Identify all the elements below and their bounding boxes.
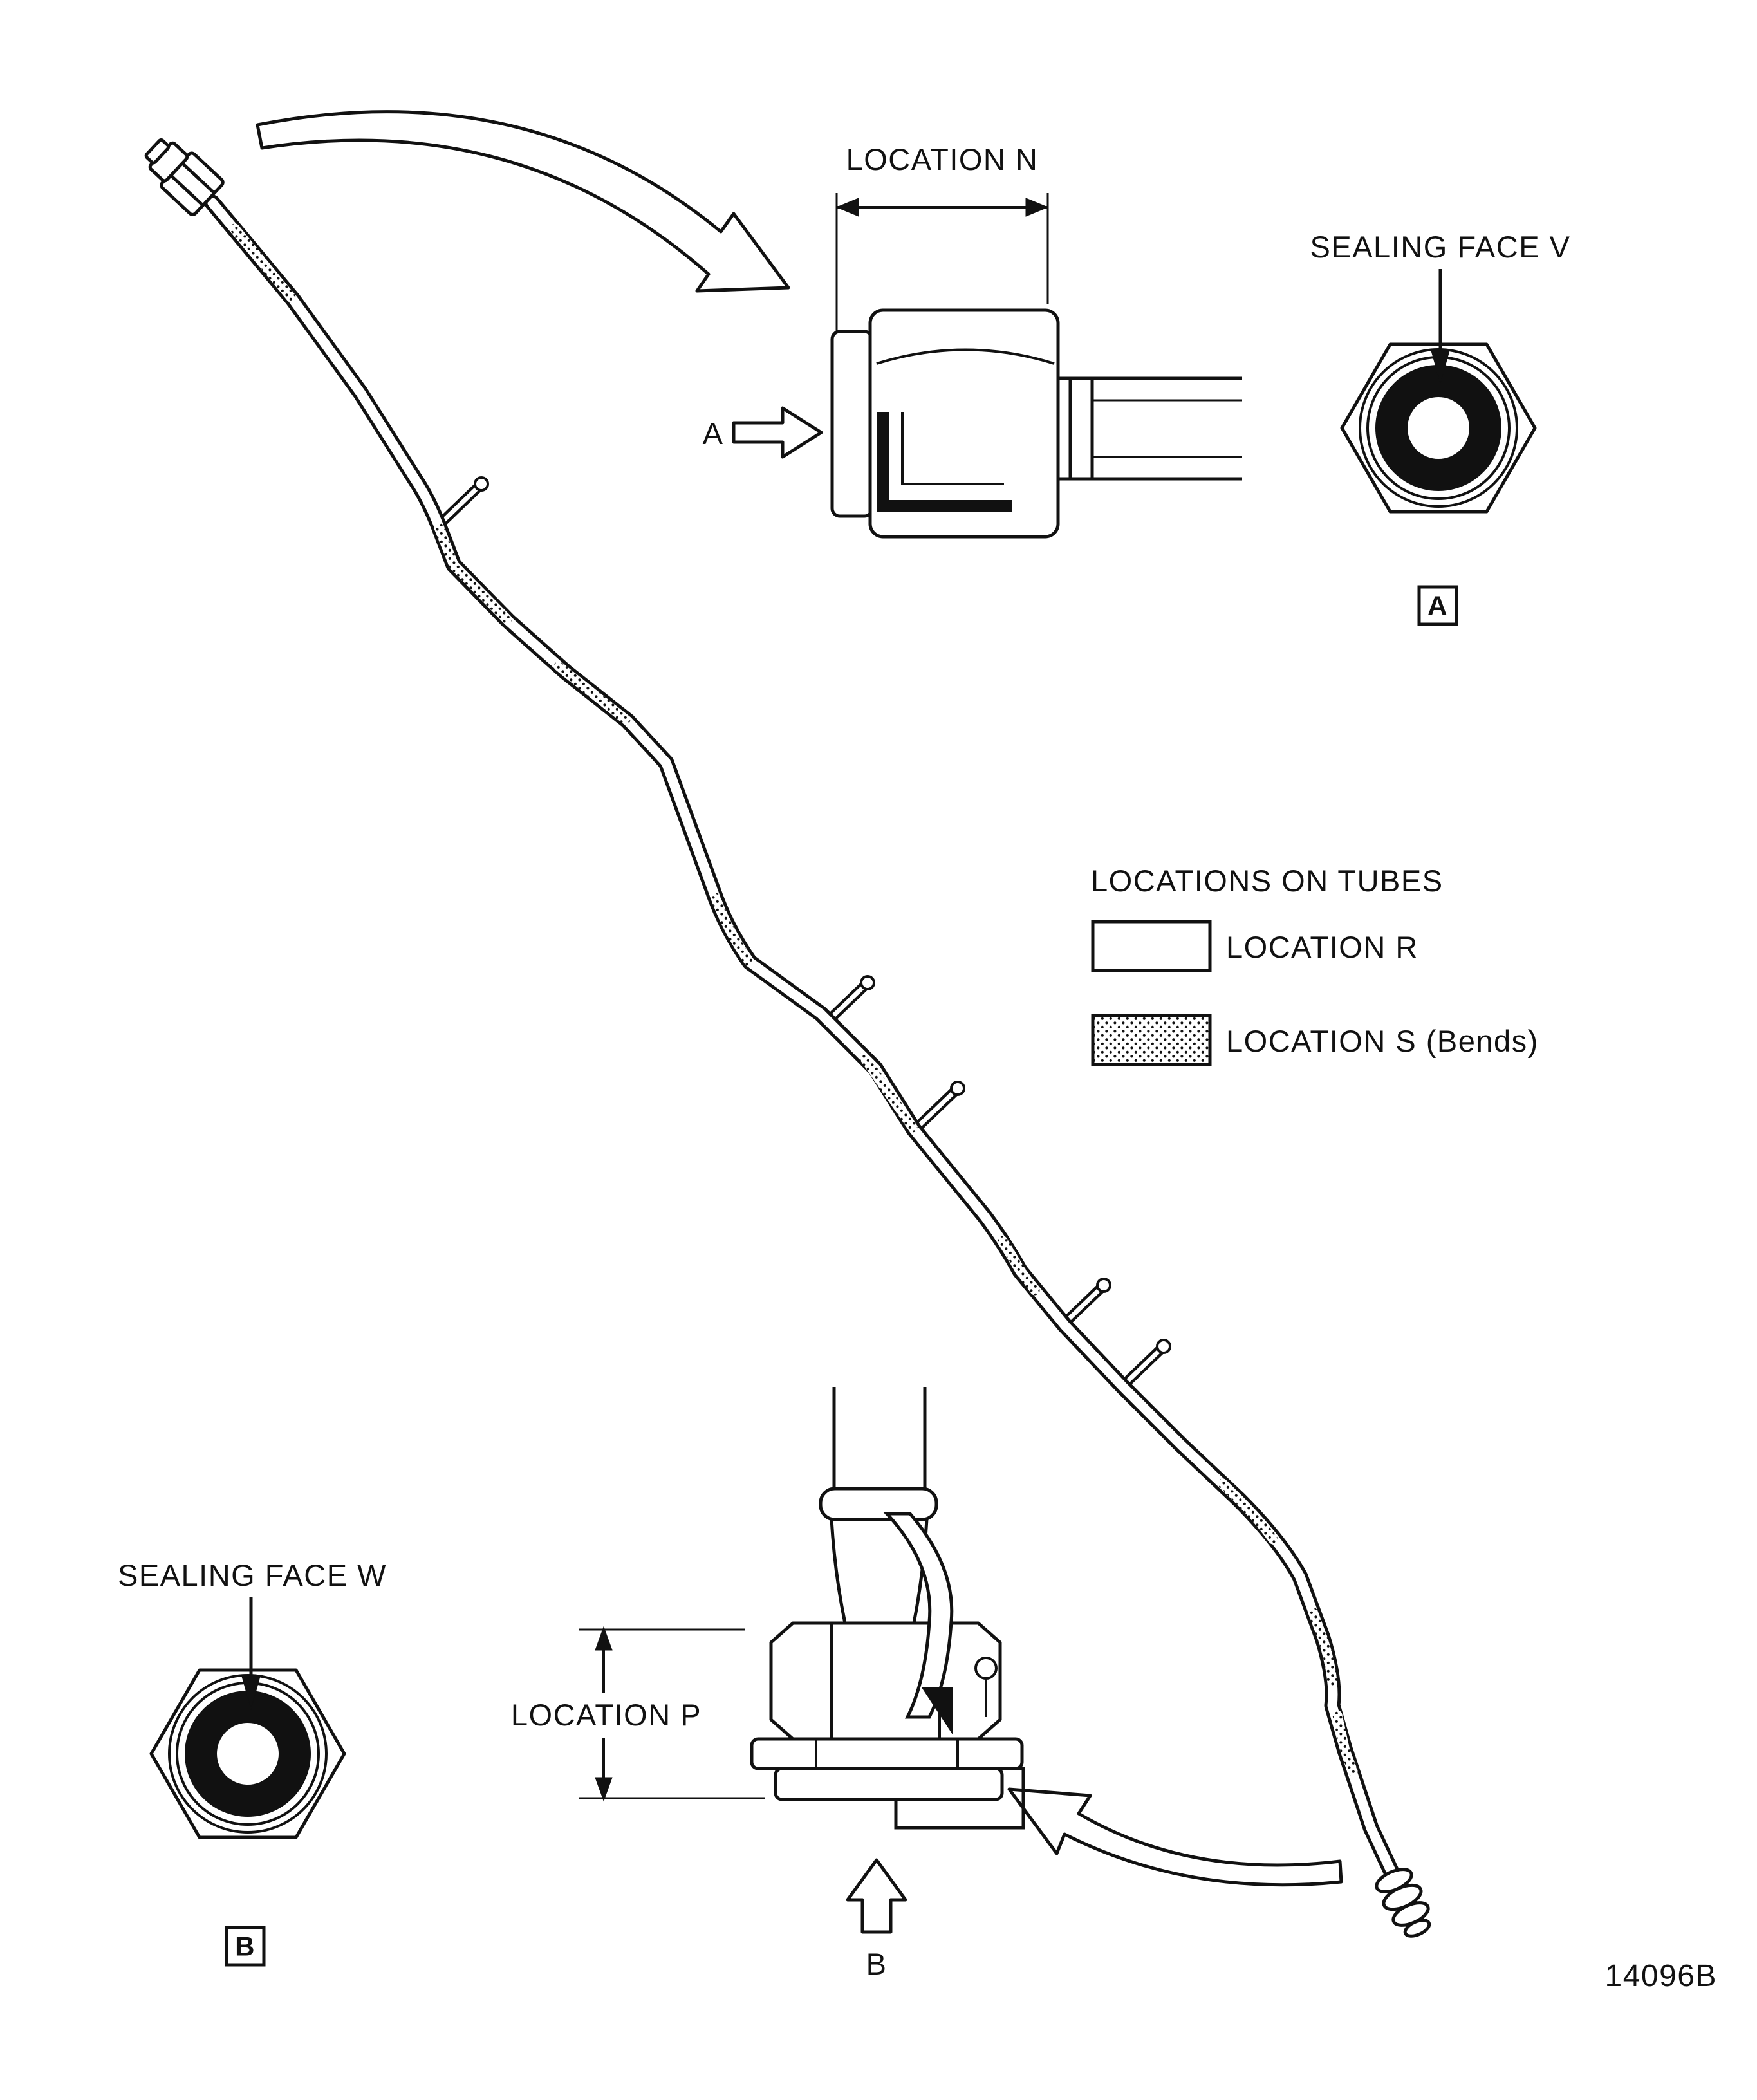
sealing-face-v-label: SEALING FACE V: [1310, 230, 1571, 264]
tube-collar: [819, 1487, 938, 1521]
hex-nut-side: [769, 1621, 1002, 1741]
curved-arrow-to-detail-b: [1007, 1787, 1343, 1887]
legend-swatch-stippled: [1091, 1014, 1212, 1066]
detail-a-marker-box: A: [1417, 585, 1458, 626]
legend-title: LOCATIONS ON TUBES: [1091, 864, 1444, 898]
stipple-section: [553, 661, 631, 725]
dim-arrowhead-left: [835, 198, 859, 217]
view-a-label: A: [703, 416, 724, 451]
detail-b-drawing: [750, 1387, 1025, 1830]
location-p-dimension: [579, 1626, 765, 1802]
stipple-section: [1332, 1710, 1358, 1776]
tube-clip: [439, 476, 489, 525]
tube-clips: [439, 476, 1171, 1388]
tube-bend-stipple-sections: [230, 223, 1358, 1776]
seal-wedge: [922, 1687, 953, 1734]
fitting-port-cap: [830, 330, 874, 518]
legend-swatch-plain: [1091, 920, 1212, 972]
flange-upper: [750, 1737, 1024, 1770]
tube-upper-flare-nut: [144, 138, 225, 216]
tube-clip: [1061, 1278, 1111, 1326]
stipple-section: [998, 1236, 1040, 1296]
legend-item-location-s: LOCATION S (Bends): [1091, 1014, 1539, 1066]
tube-clip: [825, 975, 875, 1024]
stipple-section: [711, 893, 754, 966]
fitting-inner-channel: [877, 412, 1012, 512]
fitting-top-contour: [876, 348, 1055, 365]
fitting-inner-step: [901, 412, 1004, 485]
stipple-section: [230, 223, 296, 302]
view-a-block-arrow: [732, 406, 823, 459]
location-n-label: LOCATION N: [846, 142, 1039, 176]
curved-arrow-to-detail-a: [256, 110, 790, 293]
sealing-face-v-pointer: [1431, 269, 1450, 384]
stipple-section: [1308, 1607, 1337, 1688]
location-n-dimension: [835, 193, 1049, 348]
ball-detent: [974, 1657, 998, 1680]
sealing-face-w-nut: [149, 1668, 346, 1839]
sealing-face-w-pointer: [241, 1597, 261, 1710]
dim-arrowhead-right: [1025, 198, 1049, 217]
stipple-section: [859, 1052, 918, 1133]
flange-lower: [774, 1767, 1004, 1801]
stipple-section: [434, 523, 512, 624]
legend-item-location-r: LOCATION R: [1091, 920, 1418, 972]
detail-b-marker-box: B: [225, 1926, 266, 1967]
neck-left: [830, 1519, 847, 1624]
detail-a-marker: A: [1427, 591, 1448, 621]
stipple-section: [1218, 1478, 1278, 1545]
sealing-face-v-nut: [1340, 342, 1537, 514]
view-b-label: B: [866, 1947, 888, 1981]
fitting-nut-body: [868, 308, 1060, 539]
retainer-ribbon: [883, 1512, 954, 1719]
tube-lower-ribbed-fitting: [1375, 1868, 1431, 1938]
bore-hole: [1408, 397, 1469, 459]
bore-hole: [217, 1723, 279, 1785]
legend-label-location-r: LOCATION R: [1226, 930, 1418, 964]
dim-arrowhead-up: [595, 1626, 613, 1651]
tube-clip: [1121, 1339, 1171, 1388]
dim-arrowhead-down: [595, 1777, 613, 1802]
location-p-label: LOCATION P: [511, 1698, 702, 1732]
legend-label-location-s: LOCATION S (Bends): [1226, 1024, 1539, 1058]
mount-rail-lip: [894, 1767, 1025, 1830]
detail-b-marker: B: [235, 1931, 256, 1962]
detail-a-drawing: [830, 308, 1242, 539]
figure-part-number: 14096B: [1605, 1959, 1718, 1993]
sealing-face-w-label: SEALING FACE W: [118, 1558, 387, 1592]
main-tube: [204, 194, 1402, 1884]
tube-clip: [915, 1081, 965, 1129]
view-b-block-arrow: [846, 1858, 907, 1934]
